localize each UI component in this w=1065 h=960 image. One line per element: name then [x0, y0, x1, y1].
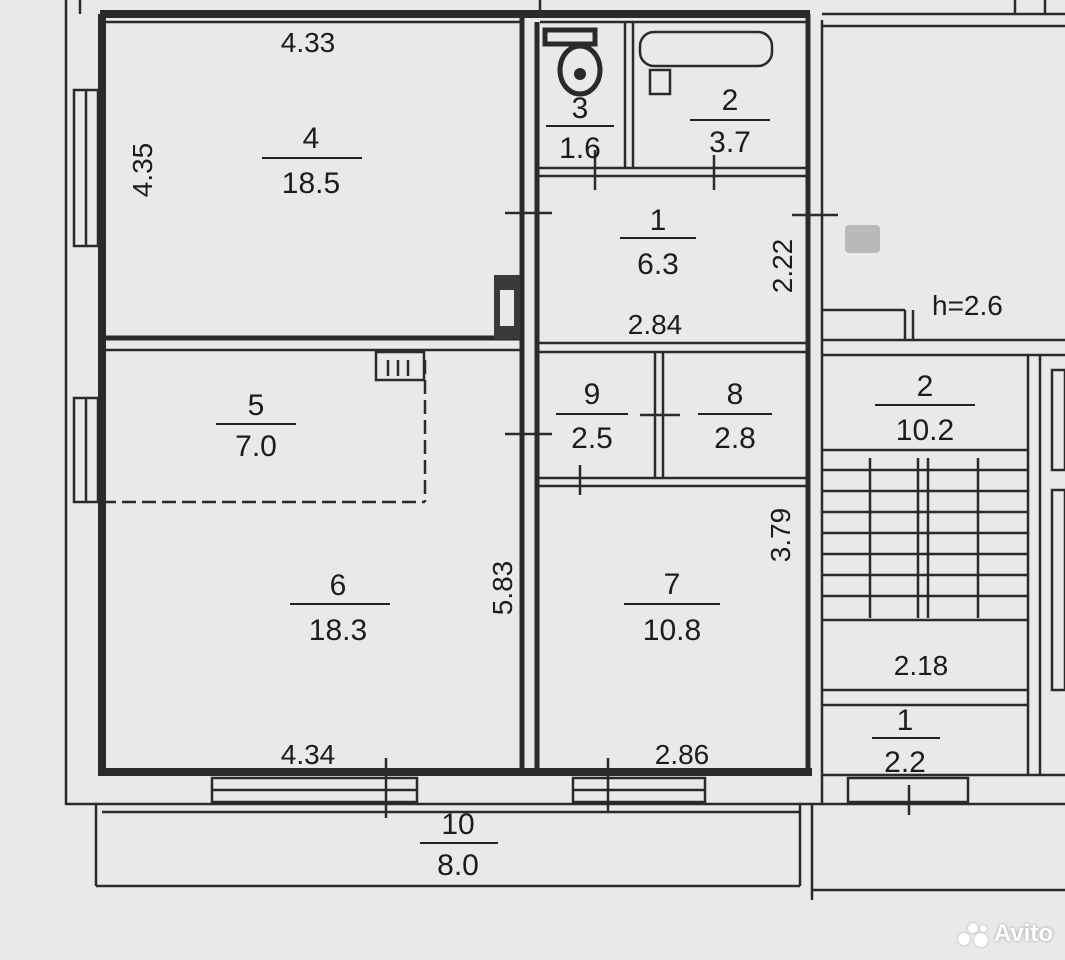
toilet-icon [542, 27, 603, 97]
stairwell-label: 2 10.2 [875, 370, 975, 447]
svg-text:5: 5 [248, 389, 265, 422]
dim-stair-width: 2.18 [894, 650, 949, 681]
room-6-label: 6 18.3 [290, 569, 390, 647]
svg-text:8.0: 8.0 [437, 849, 479, 882]
room-5-label: 5 7.0 [216, 389, 296, 463]
svg-text:9: 9 [584, 378, 601, 411]
svg-text:7: 7 [664, 568, 681, 601]
svg-text:1: 1 [897, 704, 914, 737]
room-4-label: 4 18.5 [262, 122, 362, 200]
svg-text:2: 2 [917, 370, 934, 403]
dim-room4-width: 4.33 [281, 27, 336, 58]
avito-logo-icon [957, 921, 988, 947]
svg-text:6.3: 6.3 [637, 248, 679, 281]
svg-text:10.2: 10.2 [896, 414, 954, 447]
svg-text:10.8: 10.8 [643, 614, 701, 647]
room-2-label: 2 3.7 [690, 84, 770, 159]
dimension-labels: 4.33 4.35 2.22 2.84 5.83 4.34 3.79 2.86 … [127, 27, 1003, 770]
blurred-mark [845, 225, 880, 253]
svg-text:1.6: 1.6 [559, 132, 601, 165]
svg-text:2.8: 2.8 [714, 422, 756, 455]
dim-room1-width: 2.84 [628, 309, 683, 340]
dim-room6-width: 4.34 [281, 739, 336, 770]
stairs-icon [822, 458, 1028, 618]
svg-text:10: 10 [441, 808, 474, 841]
svg-text:18.3: 18.3 [309, 614, 367, 647]
room-labels: 4 18.5 3 1.6 2 3.7 1 6.3 5 7.0 [216, 84, 975, 882]
shelf-icon [374, 350, 426, 382]
room-1-label: 1 6.3 [620, 204, 696, 281]
avito-watermark-text: Avito [993, 920, 1053, 947]
windows [72, 88, 970, 818]
dim-room6-height: 5.83 [487, 561, 518, 616]
fixtures [374, 27, 1028, 618]
room-3-label: 3 1.6 [546, 92, 614, 165]
bathtub-icon [638, 30, 774, 96]
dim-room7-height: 3.79 [765, 508, 796, 563]
walls [64, 0, 1065, 900]
avito-watermark: Avito [957, 920, 1053, 948]
svg-text:2.2: 2.2 [884, 746, 926, 779]
svg-text:18.5: 18.5 [282, 167, 340, 200]
svg-text:4: 4 [303, 122, 320, 155]
dim-room1-height: 2.22 [767, 239, 798, 294]
svg-text:2.5: 2.5 [571, 422, 613, 455]
door-markers [505, 150, 911, 815]
room-7-label: 7 10.8 [624, 568, 720, 647]
svg-text:1: 1 [650, 204, 667, 237]
dim-room4-height: 4.35 [127, 143, 158, 198]
room-10-label: 10 8.0 [420, 808, 498, 882]
svg-text:8: 8 [727, 378, 744, 411]
room-8-label: 8 2.8 [698, 378, 772, 455]
room-9-label: 9 2.5 [556, 378, 628, 455]
vestibule-label: 1 2.2 [872, 704, 940, 779]
svg-text:3: 3 [572, 92, 589, 125]
svg-text:6: 6 [330, 569, 347, 602]
svg-text:2: 2 [722, 84, 739, 117]
dim-room7-width: 2.86 [655, 739, 710, 770]
ceiling-height-label: h=2.6 [932, 290, 1003, 321]
svg-text:3.7: 3.7 [709, 126, 751, 159]
svg-text:7.0: 7.0 [235, 430, 277, 463]
